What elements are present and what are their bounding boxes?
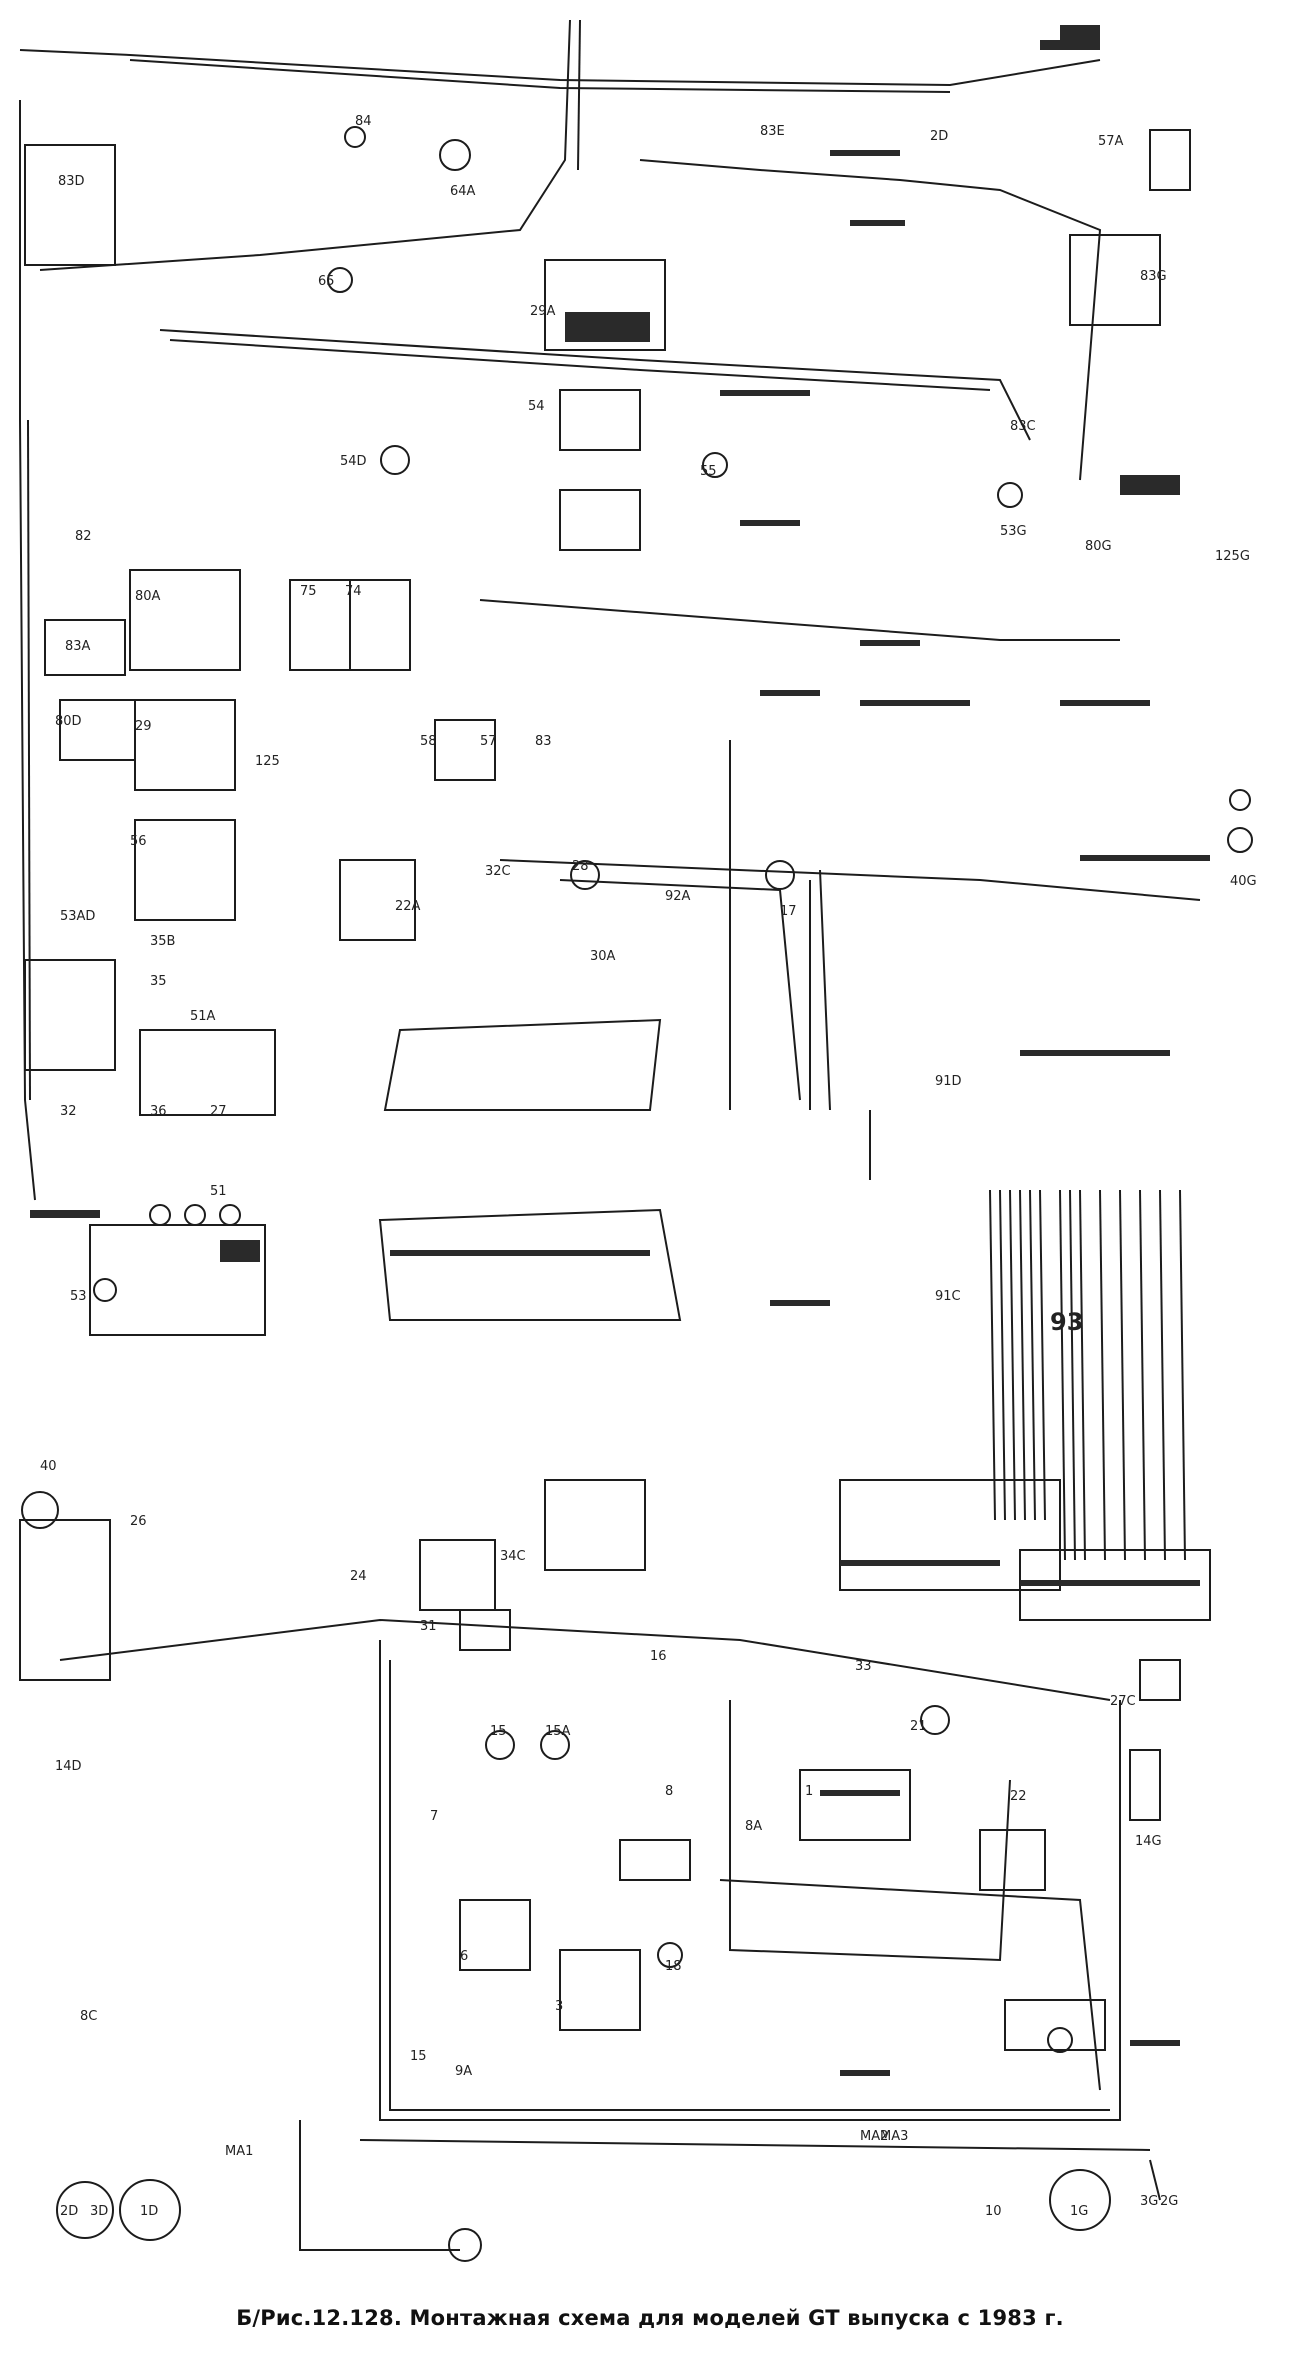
label-MA1: MA1	[225, 2144, 253, 2159]
label-7: 7	[430, 1809, 438, 1824]
label-MA2: MA2	[860, 2129, 888, 2144]
label-26: 26	[130, 1514, 147, 1529]
label-56: 56	[130, 834, 147, 849]
label-75: 75	[300, 584, 317, 599]
label-83A: 83A	[65, 639, 91, 654]
label-35B: 35B	[150, 934, 175, 949]
label-83: 83	[535, 734, 552, 749]
label-15A: 15A	[545, 1724, 571, 1739]
label-22A: 22A	[395, 899, 421, 914]
label-51: 51	[210, 1184, 227, 1199]
label-MA3: MA3	[880, 2129, 908, 2144]
label-1: 1	[805, 1784, 813, 1799]
label-125G: 125G	[1215, 549, 1250, 564]
diagram-labels: 84 64A 65 83D 83E 2D 57A 29A 83G 83C 54 …	[40, 114, 1257, 2219]
caption-text: Монтажная схема для моделей GT выпуска с…	[409, 2306, 1064, 2330]
label-80A: 80A	[135, 589, 161, 604]
label-57: 57	[480, 734, 497, 749]
label-18: 18	[665, 1959, 682, 1974]
label-10: 10	[985, 2204, 1002, 2219]
label-74: 74	[345, 584, 362, 599]
label-83C: 83C	[1010, 419, 1036, 434]
label-80D: 80D	[55, 714, 82, 729]
label-51A: 51A	[190, 1009, 216, 1024]
label-24: 24	[350, 1569, 367, 1584]
label-65: 65	[318, 274, 335, 289]
diagram-blocks	[30, 25, 1210, 2076]
label-2G: 2G	[1160, 2194, 1178, 2209]
label-84: 84	[355, 114, 372, 129]
label-14G: 14G	[1135, 1834, 1162, 1849]
label-29: 29	[135, 719, 152, 734]
label-3G: 3G	[1140, 2194, 1158, 2209]
label-22: 22	[1010, 1789, 1027, 1804]
label-91C: 91C	[935, 1289, 961, 1304]
label-34C: 34C	[500, 1549, 526, 1564]
label-35: 35	[150, 974, 167, 989]
label-31: 31	[420, 1619, 437, 1634]
label-40: 40	[40, 1459, 57, 1474]
label-55: 55	[700, 464, 717, 479]
diagram-circles	[21, 126, 1253, 2262]
label-30A: 30A	[590, 949, 616, 964]
label-8A: 8A	[745, 1819, 762, 1834]
label-2D: 2D	[930, 129, 948, 144]
label-54: 54	[528, 399, 545, 414]
label-2D-lower: 2D	[60, 2204, 78, 2219]
label-29A: 29A	[530, 304, 556, 319]
label-80G: 80G	[1085, 539, 1112, 554]
label-53G: 53G	[1000, 524, 1027, 539]
label-15-lower: 15	[410, 2049, 427, 2064]
label-8: 8	[665, 1784, 673, 1799]
label-57A: 57A	[1098, 134, 1124, 149]
label-53: 53	[70, 1289, 87, 1304]
label-33: 33	[855, 1659, 872, 1674]
label-1G: 1G	[1070, 2204, 1088, 2219]
label-21: 21	[910, 1719, 927, 1734]
label-6: 6	[460, 1949, 468, 1964]
label-125: 125	[255, 754, 280, 769]
label-27: 27	[210, 1104, 227, 1119]
label-36: 36	[150, 1104, 167, 1119]
label-40G: 40G	[1230, 874, 1257, 889]
label-1D: 1D	[140, 2204, 158, 2219]
label-3: 3	[555, 1999, 563, 2014]
label-92A: 92A	[665, 889, 691, 904]
label-83G: 83G	[1140, 269, 1167, 284]
figure-caption: Б/Рис.12.128. Монтажная схема для моделе…	[0, 2306, 1300, 2330]
caption-prefix: Б/Рис.12.128.	[236, 2306, 403, 2330]
label-15: 15	[490, 1724, 507, 1739]
label-14D: 14D	[55, 1759, 82, 1774]
label-83D: 83D	[58, 174, 85, 189]
label-64A: 64A	[450, 184, 476, 199]
label-53AD: 53AD	[60, 909, 95, 924]
label-54D: 54D	[340, 454, 367, 469]
label-3D: 3D	[90, 2204, 108, 2219]
label-8C: 8C	[80, 2009, 97, 2024]
label-16: 16	[650, 1649, 667, 1664]
label-58: 58	[420, 734, 437, 749]
label-83E: 83E	[760, 124, 785, 139]
label-93: 93	[1050, 1308, 1083, 1336]
label-27C: 27C	[1110, 1694, 1136, 1709]
label-82: 82	[75, 529, 92, 544]
label-32C: 32C	[485, 864, 511, 879]
label-91D: 91D	[935, 1074, 962, 1089]
label-9A: 9A	[455, 2064, 472, 2079]
label-32: 32	[60, 1104, 77, 1119]
diagram-line-work	[19, 19, 1211, 2251]
label-28: 28	[572, 859, 589, 874]
label-17: 17	[780, 904, 797, 919]
